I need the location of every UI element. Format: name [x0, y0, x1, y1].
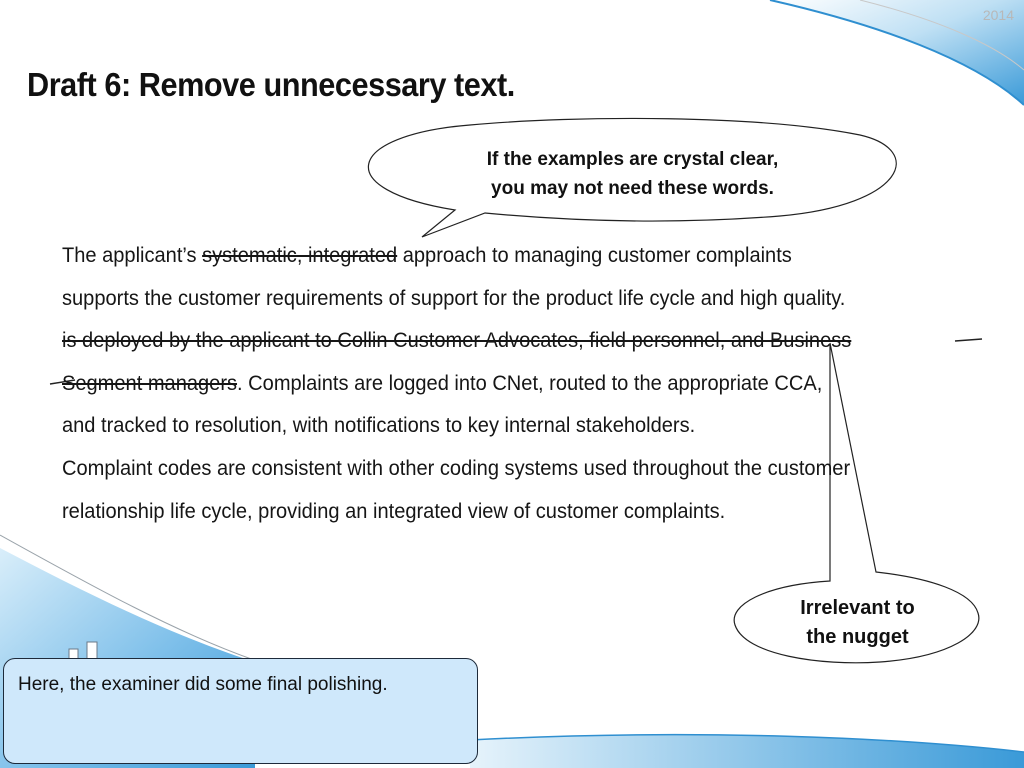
presenter-note-box: Here, the examiner did some final polish… — [3, 658, 478, 764]
top-callout-line-1: If the examples are crystal clear, — [486, 149, 779, 170]
body-line-1: The applicant’s systematic, integrated a… — [62, 235, 950, 278]
bottom-callout-line-1: Irrelevant to — [800, 597, 915, 619]
struck-phrase-segment-managers: Segment managers — [62, 371, 238, 395]
bottom-speech-bubble — [733, 342, 980, 664]
slide-year: 2014 — [982, 7, 1014, 23]
top-right-swoosh — [770, 0, 1024, 105]
struck-phrase-systematic: systematic, integrated — [202, 244, 398, 267]
presenter-note-text: Here, the examiner did some final polish… — [18, 674, 388, 695]
bottom-callout-line-2: the nugget — [806, 626, 909, 648]
top-speech-bubble — [368, 117, 897, 238]
body-line-1-end: approach to managing customer complaints — [397, 244, 792, 267]
body-line-6: Complaint codes are consistent with othe… — [62, 456, 851, 480]
body-line-3: is deployed by the applicant to Collin C… — [62, 320, 950, 363]
body-line-1-start: The applicant’s — [62, 244, 203, 267]
bottom-swoosh — [470, 734, 1024, 768]
struck-line-deployed: is deployed by the applicant to Collin C… — [62, 329, 852, 353]
top-callout-line-2: you may not need these words. — [491, 178, 774, 199]
slide-title: Draft 6: Remove unnecessary text. — [27, 66, 515, 103]
body-line-7: relationship life cycle, providing an in… — [62, 499, 726, 523]
top-callout-text: If the examples are crystal clear, you m… — [445, 145, 820, 203]
strike-extension-line — [49, 379, 76, 385]
bottom-callout-text: Irrelevant to the nugget — [760, 594, 955, 652]
body-line-4-end: . Complaints are logged into CNet, route… — [237, 371, 823, 395]
body-line-4: Segment managers. Complaints are logged … — [62, 363, 950, 406]
body-line-2: supports the customer requirements of su… — [62, 286, 846, 310]
body-paragraph: The applicant’s systematic, integrated a… — [62, 235, 950, 533]
body-line-5: and tracked to resolution, with notifica… — [62, 414, 696, 438]
